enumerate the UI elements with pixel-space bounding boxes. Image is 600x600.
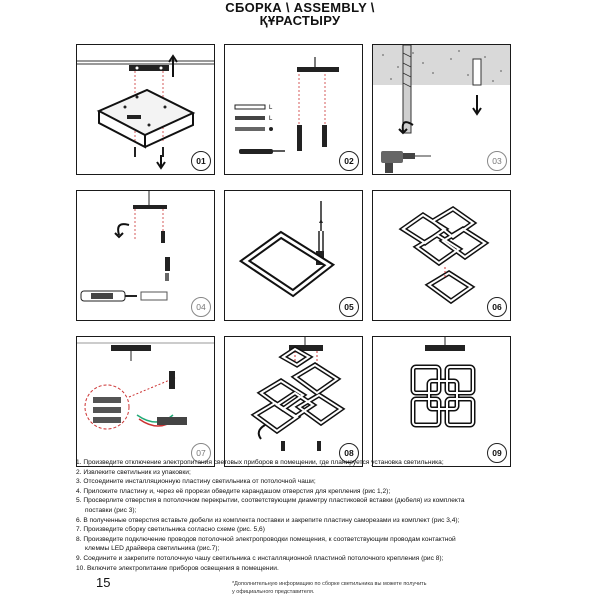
step-number: 02 [339,151,359,171]
instruction-item: 9. Соедините и закрепите потолочную чашу… [76,554,444,562]
step-panel-06: 06 [372,190,511,321]
step-panel-01: 01 [76,44,215,175]
step-number: 04 [191,297,211,317]
instruction-item: 1. Произведите отключение электропитания… [76,459,444,466]
step-number: 06 [487,297,507,317]
assembled-lamp-diagram [410,337,476,428]
step-panel-03: 03 [372,44,511,175]
step-panel-08: 08 [224,336,363,467]
light-frames-assembly-diagram [398,206,490,305]
svg-text:L: L [269,116,273,122]
instruction-item: 2. Извлеките светильник из упаковки; [76,468,191,476]
step-panel-02: L L 02 [224,44,363,175]
instruction-item: 3. Отсоедините инсталляционную пластину … [76,478,316,486]
step-number: 08 [339,443,359,463]
step-panel-05: 05 [224,190,363,321]
screws-and-dowels-diagram: L L [234,57,339,154]
instruction-item: клеммы LED драйвера светильника (рис.7); [85,545,220,553]
step-panel-07: 07 [76,336,215,467]
footer-note: *Дополнительную информацию по сборке све… [232,581,427,596]
header-title: СБОРКА \ ASSEMBLY \ [225,0,375,15]
instruction-item: 6. В полученные отверстия вставьте дюбел… [76,516,460,524]
step-panel-09: 09 [372,336,511,467]
full-lamp-assembly-diagram [250,337,346,451]
step-panel-04: 04 [76,190,215,321]
instructions-list: 1. Произведите отключение электропитания… [76,458,546,573]
wire-connection-diagram [77,342,214,430]
footer-note-line: у официального представителя. [232,588,315,595]
step-number: 09 [487,443,507,463]
header-subtitle: ҚҰРАСТЫРУ [259,13,341,28]
instruction-item: 10. Включите электропитание приборов осв… [76,564,279,572]
instruction-item: 5. Просверлите отверстия в потолочном пе… [76,497,465,505]
page-number: 15 [96,575,111,590]
instruction-item: 4. Приложите пластину и, через её прорез… [76,487,391,495]
step-number: 07 [191,443,211,463]
step-number: 05 [339,297,359,317]
frame-with-cable-diagram [238,201,336,298]
instruction-item: 7. Произведите сборку светильника соглас… [76,526,265,534]
instruction-item: поставки (рис 3); [85,506,137,514]
screwdriver-diagram [80,191,170,302]
instruction-item: 8. Произведите подключение проводов пото… [76,535,456,543]
ceiling-plate-diagram [77,54,214,170]
step-number: 03 [487,151,507,171]
step-number: 01 [191,151,211,171]
footer-note-line: *Дополнительную информацию по сборке све… [232,581,427,587]
svg-text:L: L [269,105,273,111]
drill-diagram [373,45,510,173]
